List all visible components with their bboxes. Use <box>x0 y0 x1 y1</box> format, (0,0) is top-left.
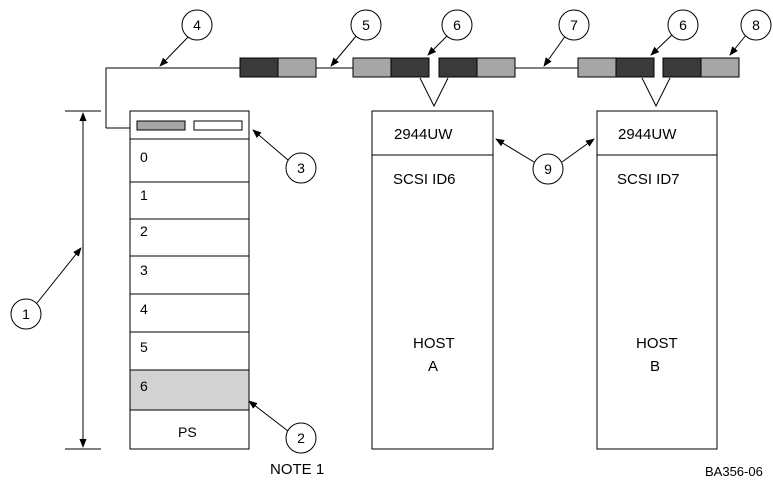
svg-text:6: 6 <box>679 17 687 33</box>
power-supply-label: PS <box>178 424 197 440</box>
bay-label-3: 3 <box>140 262 148 278</box>
leader-5 <box>330 34 358 67</box>
svg-text:4: 4 <box>193 17 201 33</box>
callout-1: 1 <box>10 298 42 330</box>
host-b-letter: B <box>650 358 660 375</box>
cable-connector-light <box>277 57 317 78</box>
svg-text:9: 9 <box>544 161 552 177</box>
leader-3 <box>252 129 289 161</box>
callout-3: 3 <box>285 152 317 184</box>
svg-text:5: 5 <box>362 17 370 33</box>
cable-connector-dark <box>239 57 279 78</box>
callout-2: 2 <box>285 422 317 454</box>
host-b-name: HOST <box>636 335 678 352</box>
y-adapter-a-left-dark <box>390 57 430 78</box>
enclosure-connector-in <box>136 120 186 131</box>
host-a: 2944UW SCSI ID6 HOST A <box>371 110 494 450</box>
host-b-outline <box>596 110 718 450</box>
leader-1 <box>36 247 82 304</box>
bay-label-2: 2 <box>140 223 148 239</box>
enclosure-connector-out <box>193 120 243 131</box>
leader-7 <box>543 34 567 67</box>
callout-8: 8 <box>740 9 772 41</box>
svg-text:6: 6 <box>453 17 461 33</box>
y-adapter-b-right-dark <box>662 57 702 78</box>
svg-text:1: 1 <box>22 306 30 322</box>
note-label: NOTE 1 <box>270 461 324 478</box>
bay-6-highlight <box>129 369 250 411</box>
host-b: 2944UW SCSI ID7 HOST B <box>596 110 718 450</box>
callout-7: 7 <box>558 9 590 41</box>
terminator <box>700 57 740 78</box>
leader-6b <box>650 34 673 56</box>
y-adapter-b-left-light <box>577 57 617 78</box>
svg-text:3: 3 <box>297 160 305 176</box>
host-a-letter: A <box>428 358 438 375</box>
bay-label-4: 4 <box>140 301 148 317</box>
bay-label-6: 6 <box>140 378 148 394</box>
leader-9b <box>561 138 595 163</box>
y-adapter-b-left-dark <box>615 57 655 78</box>
svg-text:7: 7 <box>570 17 578 33</box>
callout-5: 5 <box>350 9 382 41</box>
host-a-scsi-id: SCSI ID6 <box>393 171 456 188</box>
figure-id: BA356-06 <box>705 464 763 479</box>
host-b-scsi-id: SCSI ID7 <box>617 171 680 188</box>
leader-4 <box>159 34 191 67</box>
leader-2 <box>248 400 289 432</box>
leader-8 <box>729 34 747 56</box>
y-adapter-a-right-light <box>476 57 516 78</box>
svg-text:8: 8 <box>752 17 760 33</box>
bay-label-1: 1 <box>140 187 148 203</box>
leader-6a <box>427 34 449 56</box>
host-a-outline <box>371 110 494 450</box>
bay-label-0: 0 <box>140 149 148 165</box>
host-a-name: HOST <box>413 335 455 352</box>
y-adapter-b-v <box>641 77 671 108</box>
leader-9a <box>495 138 535 163</box>
bay-label-5: 5 <box>140 339 148 355</box>
y-adapter-a-left-light <box>352 57 392 78</box>
callout-9: 9 <box>532 153 564 185</box>
svg-text:2: 2 <box>297 430 305 446</box>
callout-6a: 6 <box>441 9 473 41</box>
host-b-adapter: 2944UW <box>618 126 677 143</box>
callout-4: 4 <box>181 9 213 41</box>
y-adapter-a-right-dark <box>438 57 478 78</box>
host-a-adapter: 2944UW <box>394 126 453 143</box>
storage-enclosure: 0 1 2 3 4 5 6 PS <box>129 110 250 450</box>
y-adapter-a-v <box>419 77 449 108</box>
cable-to-enclosure <box>105 67 240 128</box>
callout-6b: 6 <box>667 9 699 41</box>
